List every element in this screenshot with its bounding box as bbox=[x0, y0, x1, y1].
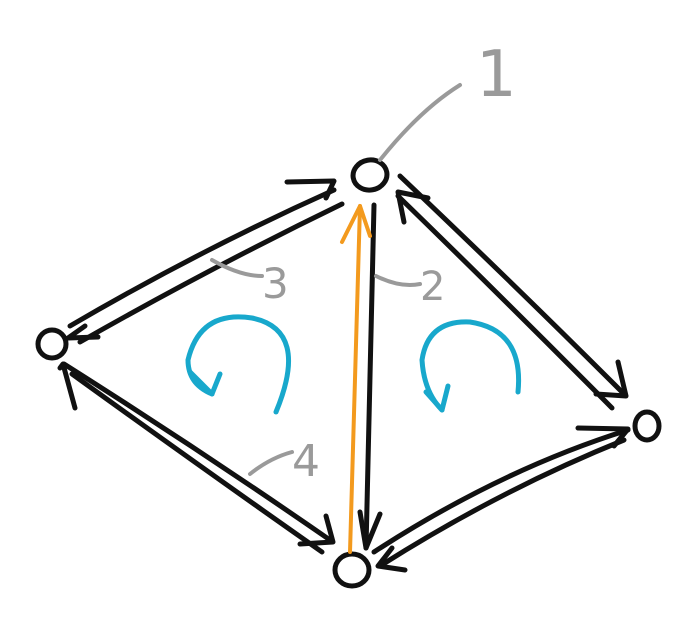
label-lower-left-edge: 4 bbox=[292, 436, 320, 487]
label-right-edge: 2 bbox=[420, 264, 445, 310]
vertex-right bbox=[632, 409, 662, 443]
edge-top-bottom bbox=[357, 202, 383, 551]
edge-right-bottom bbox=[371, 425, 631, 573]
leader-3 bbox=[210, 258, 264, 278]
highlighted-edge bbox=[340, 204, 372, 554]
annotation-leaders bbox=[210, 83, 462, 476]
label-upper-left-edge: 3 bbox=[262, 259, 289, 308]
vertex-bottom bbox=[332, 551, 372, 589]
leader-4 bbox=[248, 450, 294, 476]
rotation-arrow-right-icon bbox=[419, 319, 522, 413]
vertex-left bbox=[35, 327, 69, 361]
edge-top-right bbox=[395, 173, 629, 411]
vertex-top bbox=[350, 157, 390, 193]
leader-2 bbox=[374, 274, 422, 287]
label-top-vertex: 1 bbox=[476, 38, 517, 112]
edge-top-left bbox=[65, 178, 345, 345]
rotation-arrow-left-icon bbox=[185, 314, 291, 415]
edge-left-bottom bbox=[57, 361, 336, 555]
leader-1 bbox=[378, 83, 462, 162]
